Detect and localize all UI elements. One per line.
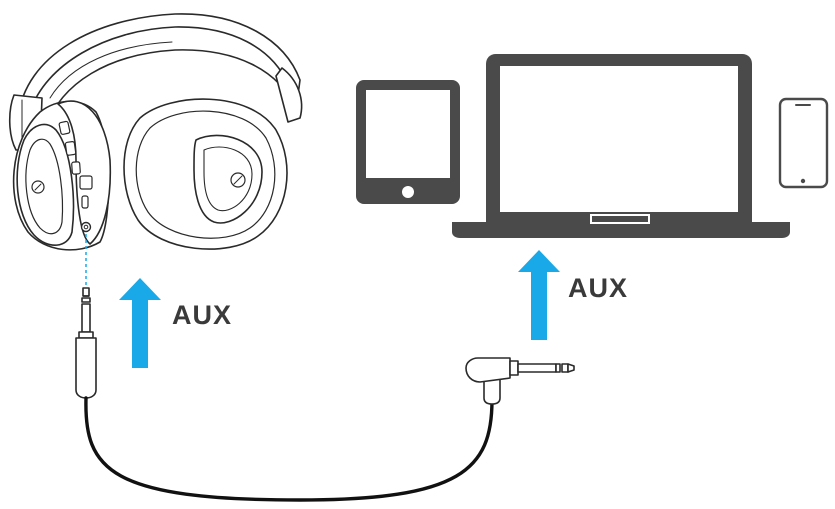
angled-aux-plug-icon: [465, 357, 575, 405]
aux-label-device-side: AUX: [568, 273, 629, 303]
headphones-icon: [8, 13, 303, 251]
upload-arrow-right: [518, 250, 560, 340]
upload-arrow-left: [119, 278, 161, 368]
laptop-icon: [452, 54, 790, 238]
aux-label-headphone-side: AUX: [172, 300, 233, 330]
phone-icon: [778, 97, 829, 189]
tablet-icon: [356, 80, 460, 204]
straight-aux-plug-icon: [75, 287, 97, 399]
aux-cable: [84, 396, 494, 502]
